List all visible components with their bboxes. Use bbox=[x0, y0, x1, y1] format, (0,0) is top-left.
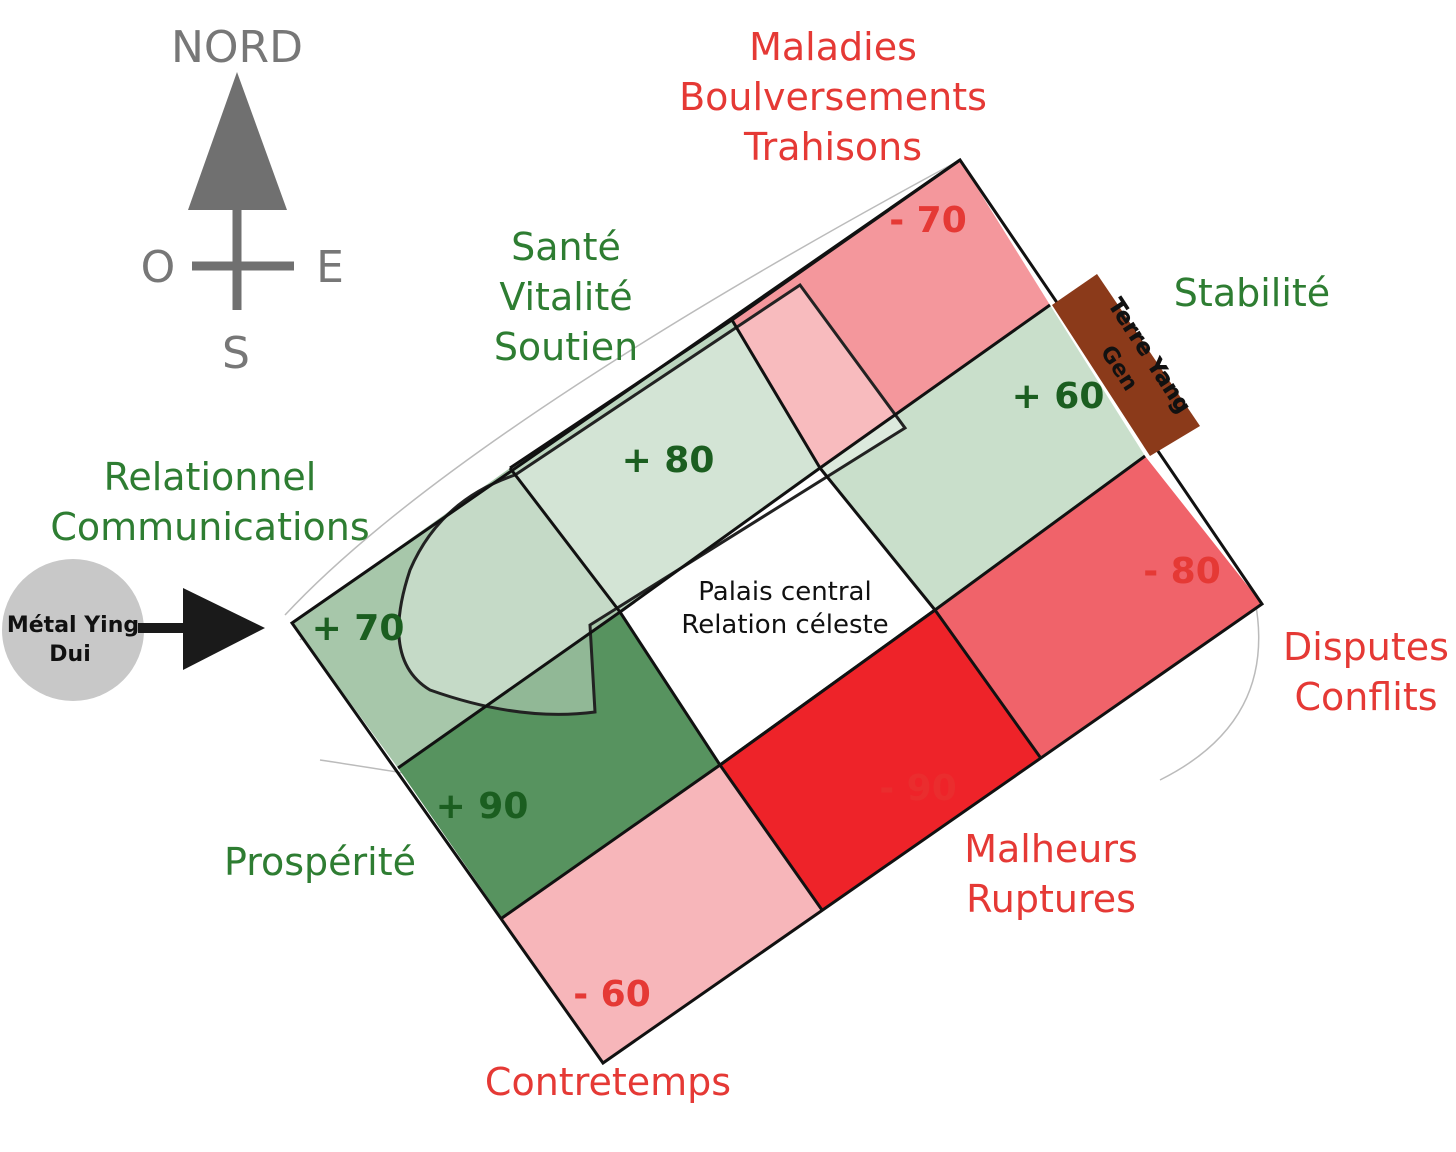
sector-relationnel bbox=[292, 468, 620, 768]
label-maladies: Maladies Boulversements Trahisons bbox=[679, 25, 987, 169]
score-prosperite: + 90 bbox=[436, 786, 529, 827]
compass: NORD O E S bbox=[141, 22, 344, 379]
score-relationnel: + 70 bbox=[312, 608, 405, 649]
score-sante: + 80 bbox=[622, 440, 715, 481]
compass-north: NORD bbox=[171, 22, 303, 73]
compass-west: O bbox=[141, 242, 176, 293]
sector-borders bbox=[397, 303, 1146, 920]
label-disputes-line1: Disputes bbox=[1283, 625, 1449, 669]
label-contretemps: Contretemps bbox=[485, 1060, 731, 1104]
grid-lines bbox=[289, 157, 1265, 1066]
label-malheurs: Malheurs Ruptures bbox=[964, 827, 1138, 921]
north-arrow-icon bbox=[188, 72, 287, 210]
center-label-line2: Relation céleste bbox=[681, 610, 888, 640]
label-maladies-line3: Trahisons bbox=[743, 125, 922, 169]
sector-stabilite bbox=[820, 305, 1145, 610]
label-sante-line3: Soutien bbox=[494, 325, 638, 369]
label-sante-line2: Vitalité bbox=[499, 275, 632, 319]
label-sante: Santé Vitalité Soutien bbox=[494, 225, 638, 369]
label-relationnel-line1: Relationnel bbox=[104, 455, 317, 499]
score-disputes: - 80 bbox=[1143, 551, 1221, 592]
score-malheurs: - 90 bbox=[879, 768, 957, 809]
label-disputes: Disputes Conflits bbox=[1283, 625, 1449, 719]
sector-center bbox=[620, 468, 935, 765]
metal-circle-icon bbox=[2, 559, 144, 701]
entry-arrow-icon bbox=[183, 588, 265, 670]
label-stabilite-line1: Stabilité bbox=[1174, 271, 1330, 315]
compass-south: S bbox=[222, 328, 250, 379]
center-label-line1: Palais central bbox=[698, 577, 871, 607]
label-relationnel: Relationnel Communications bbox=[50, 455, 369, 549]
label-malheurs-line2: Ruptures bbox=[966, 877, 1136, 921]
sector-contretemps bbox=[502, 765, 822, 1063]
sector-sante bbox=[510, 320, 820, 612]
score-maladies: - 70 bbox=[889, 200, 967, 241]
metal-badge-line1: Métal Ying bbox=[7, 613, 139, 638]
sector-malheurs bbox=[720, 610, 1040, 910]
label-contretemps-line1: Contretemps bbox=[485, 1060, 731, 1104]
earth-band-rect bbox=[1052, 274, 1200, 456]
score-contretemps: - 60 bbox=[573, 974, 651, 1015]
label-maladies-line2: Boulversements bbox=[679, 75, 987, 119]
sector-prosperite bbox=[398, 612, 720, 918]
compass-east: E bbox=[316, 242, 344, 293]
sector-disputes bbox=[935, 456, 1262, 757]
label-relationnel-line2: Communications bbox=[50, 505, 369, 549]
label-stabilite: Stabilité bbox=[1174, 271, 1330, 315]
metal-badge: Métal Ying Dui bbox=[2, 559, 265, 701]
label-prosperite: Prospérité bbox=[224, 840, 416, 884]
sector-maladies bbox=[732, 160, 1050, 468]
label-maladies-line1: Maladies bbox=[749, 25, 917, 69]
label-disputes-line2: Conflits bbox=[1294, 675, 1437, 719]
label-malheurs-line1: Malheurs bbox=[964, 827, 1138, 871]
score-stabilite: + 60 bbox=[1012, 376, 1105, 417]
label-sante-line1: Santé bbox=[511, 225, 621, 269]
metal-badge-line2: Dui bbox=[49, 642, 90, 667]
label-prosperite-line1: Prospérité bbox=[224, 840, 416, 884]
